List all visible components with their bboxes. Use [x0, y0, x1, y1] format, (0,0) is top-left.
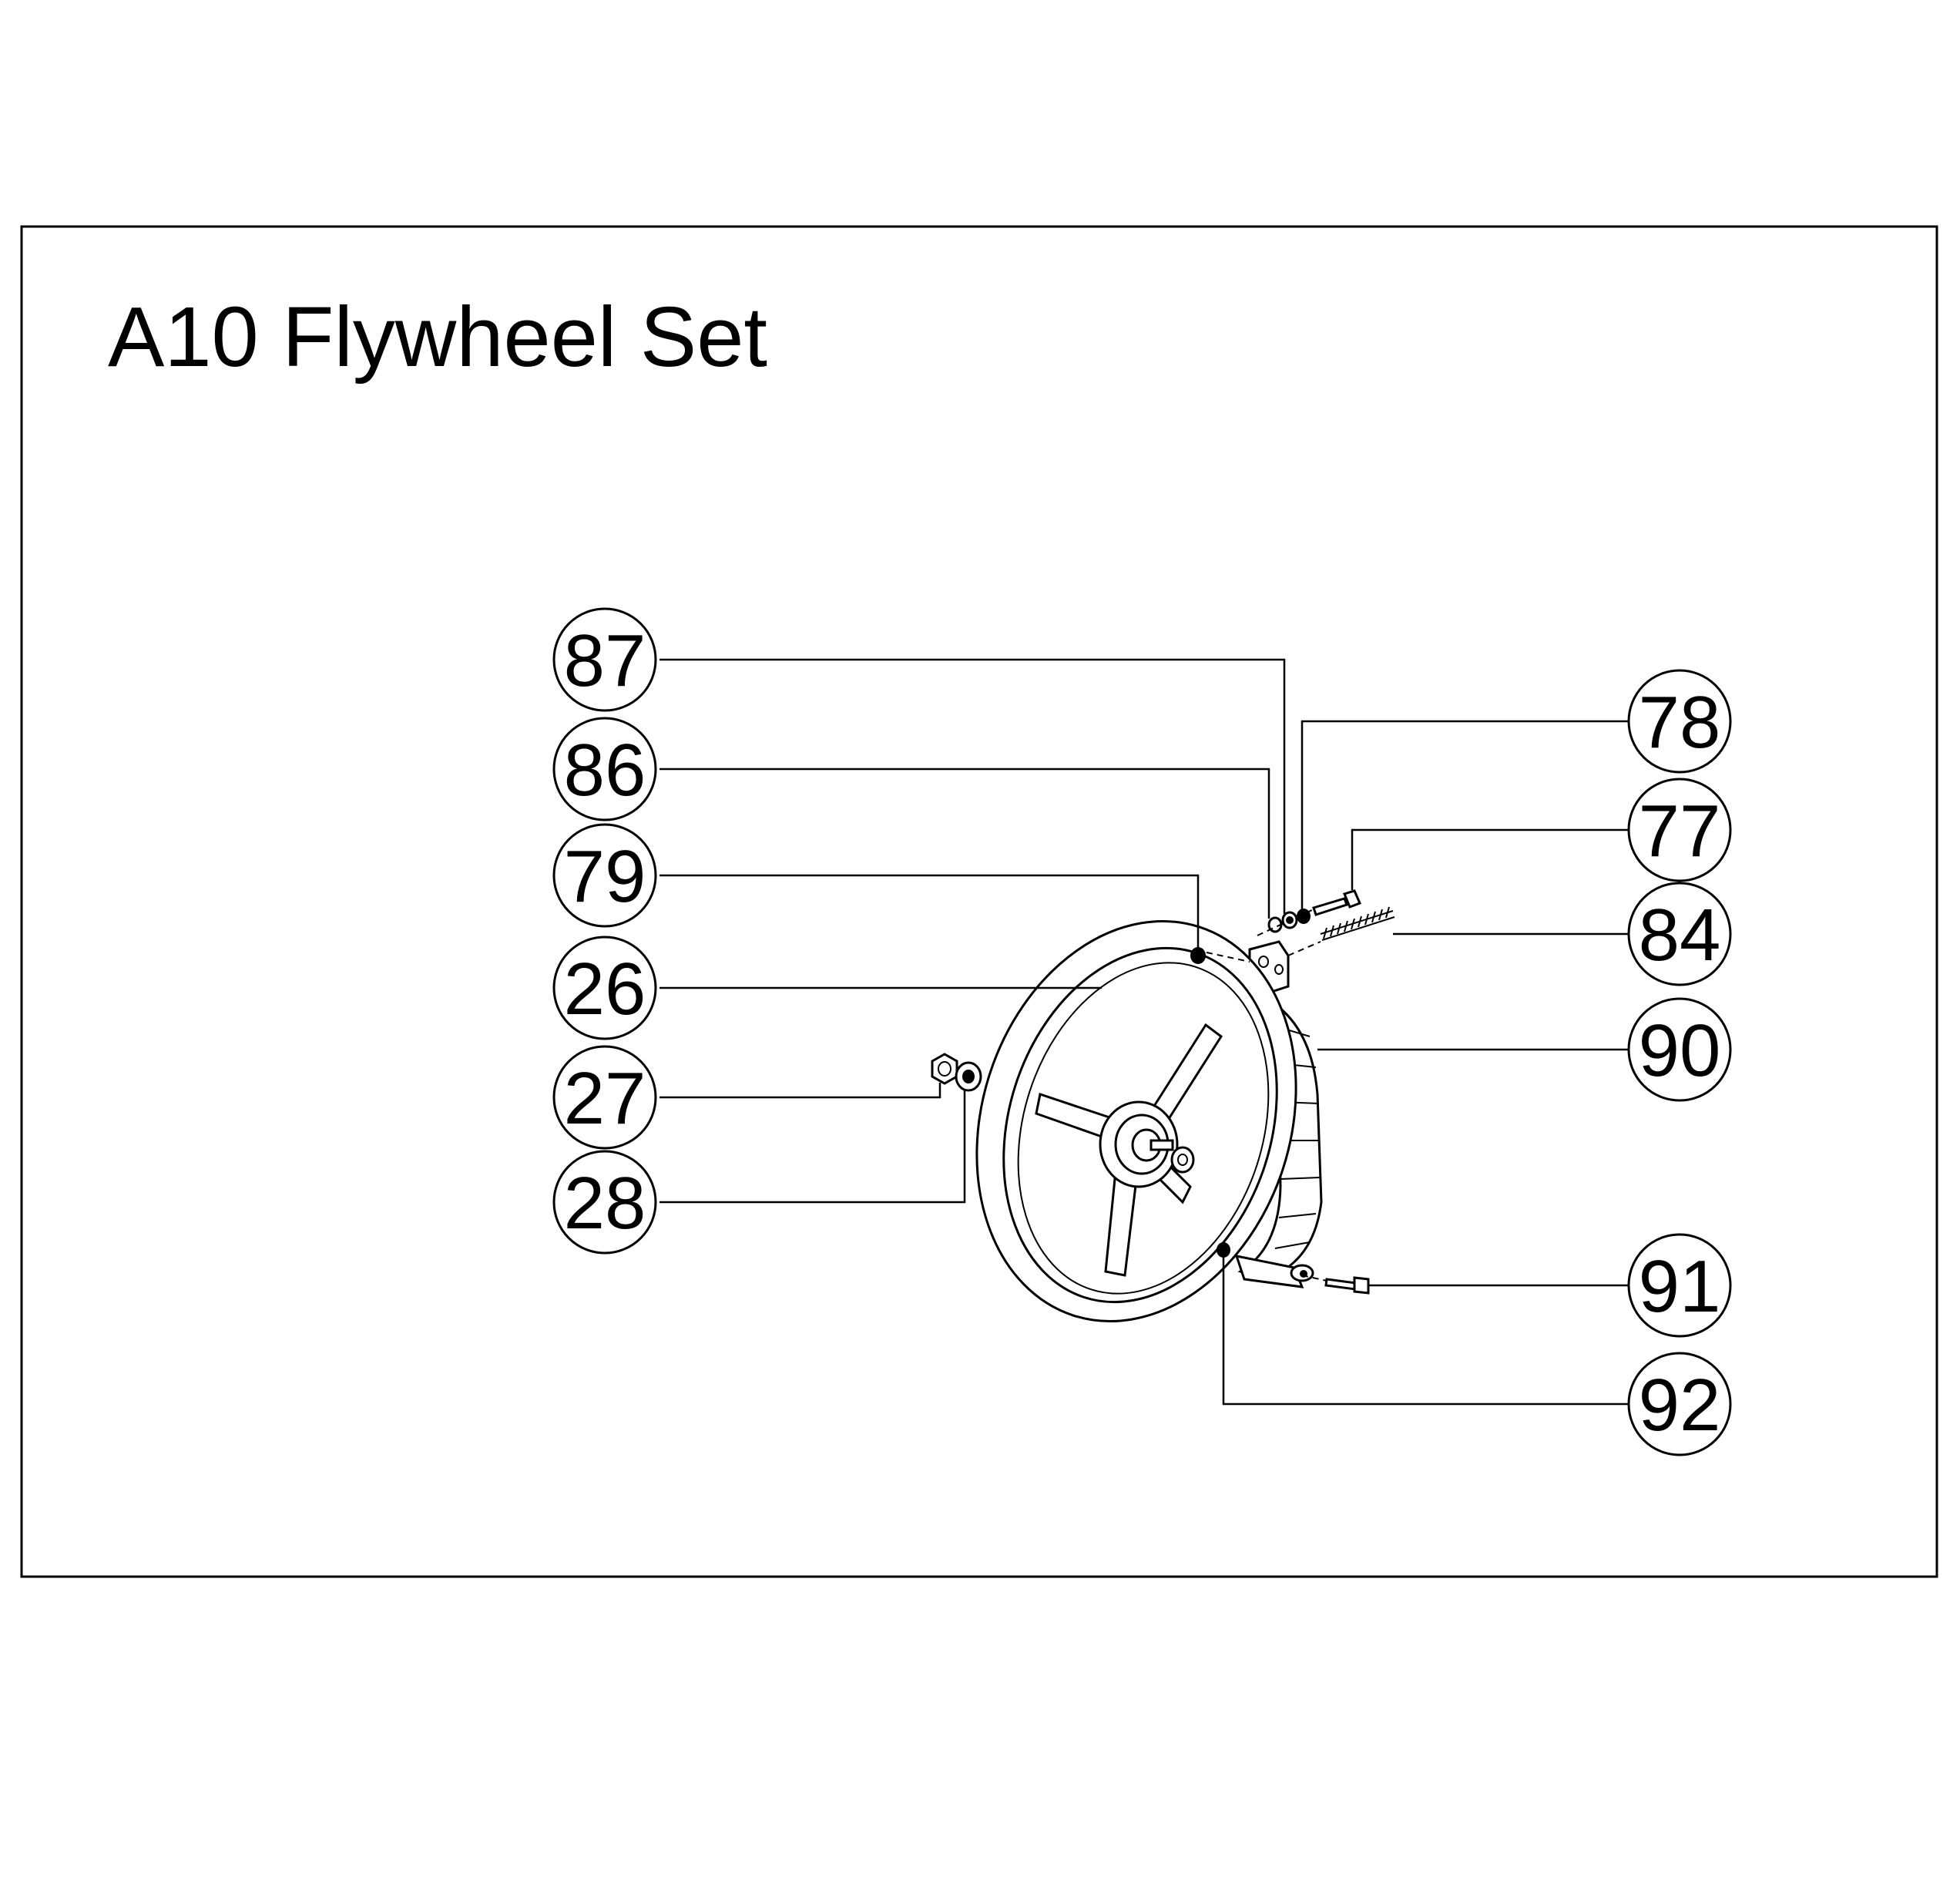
callout-26: 26	[552, 936, 657, 1040]
svg-text:86: 86	[564, 729, 646, 811]
svg-text:28: 28	[564, 1162, 646, 1245]
callout-84: 84	[1627, 882, 1732, 986]
leader-27	[659, 1083, 941, 1099]
callout-79: 79	[552, 823, 657, 928]
page-title: A10 Flywheel Set	[108, 290, 767, 385]
bolt-77	[1312, 889, 1362, 916]
callout-78: 78	[1627, 669, 1732, 774]
parts-drawing	[931, 889, 1395, 1322]
leader-92	[1222, 1256, 1629, 1406]
svg-text:92: 92	[1639, 1364, 1721, 1446]
hex-nut-27	[931, 1053, 958, 1085]
diagram-frame	[20, 225, 1938, 1578]
svg-text:90: 90	[1639, 1009, 1721, 1092]
leader-86	[659, 768, 1270, 919]
leader-78	[1301, 720, 1629, 909]
svg-text:26: 26	[564, 948, 646, 1030]
callout-90: 90	[1627, 997, 1732, 1102]
leader-79	[659, 874, 1200, 948]
callout-28: 28	[552, 1150, 657, 1255]
svg-text:79: 79	[564, 835, 646, 918]
callout-77: 77	[1627, 778, 1732, 882]
leader-28	[659, 1090, 966, 1204]
flywheel	[975, 920, 1297, 1322]
leader-lines	[659, 658, 1629, 1406]
callout-91: 91	[1627, 1233, 1732, 1338]
callout-92: 92	[1627, 1352, 1732, 1456]
svg-text:91: 91	[1639, 1245, 1721, 1328]
callout-27: 27	[552, 1045, 657, 1150]
spring-84	[1320, 906, 1395, 941]
svg-text:27: 27	[564, 1057, 646, 1140]
leader-87	[659, 658, 1286, 914]
svg-text:87: 87	[564, 620, 646, 702]
washer-28	[955, 1061, 982, 1092]
bolt-91	[1324, 1276, 1370, 1295]
svg-text:78: 78	[1639, 681, 1721, 764]
callout-86: 86	[552, 717, 657, 821]
leader-77	[1351, 828, 1629, 890]
callout-87: 87	[552, 607, 657, 712]
svg-text:77: 77	[1639, 790, 1721, 872]
nut-92	[1217, 1242, 1230, 1258]
nut-79	[1190, 947, 1206, 964]
svg-text:84: 84	[1639, 894, 1721, 976]
callouts: 87 86 79 26 27 28 78 77	[552, 607, 1732, 1456]
